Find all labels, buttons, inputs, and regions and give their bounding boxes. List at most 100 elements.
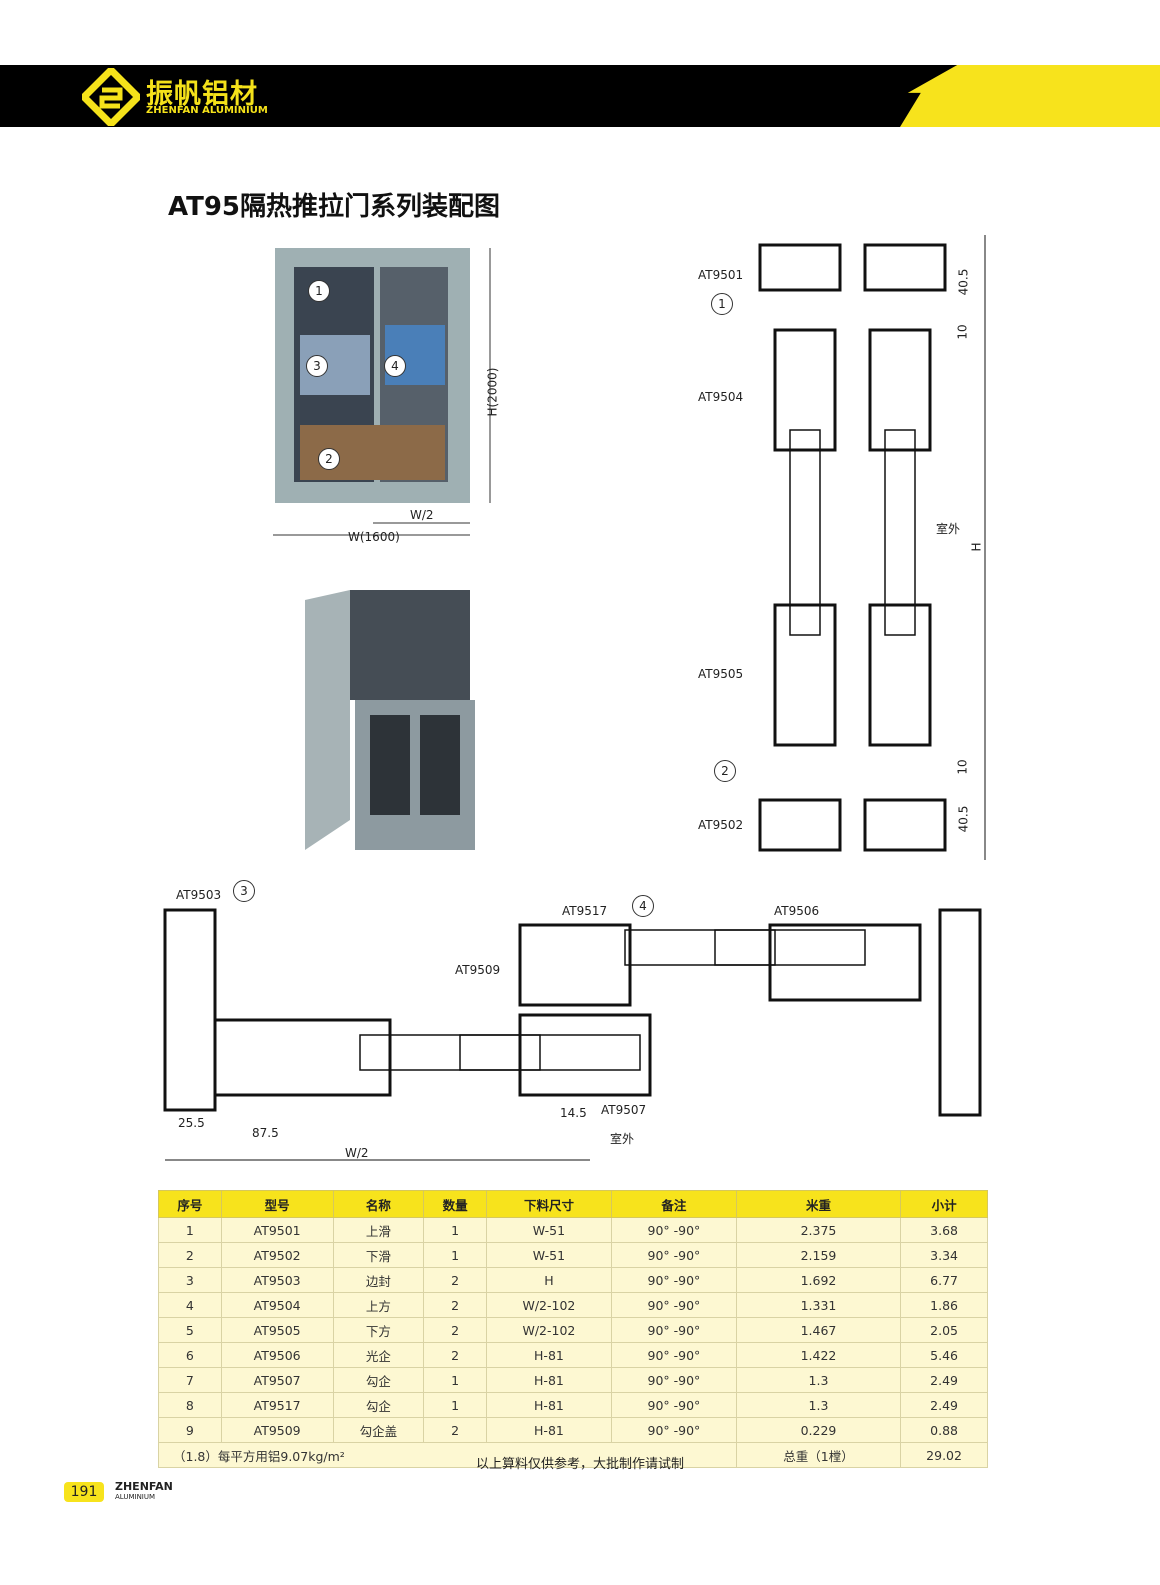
table-cell: 90° -90° xyxy=(610,1242,737,1268)
dim-40-5-bottom: 40.5 xyxy=(956,805,971,833)
table-cell: 勾企 xyxy=(332,1392,425,1418)
table-cell: 2.05 xyxy=(900,1317,988,1343)
table-cell: 90° -90° xyxy=(610,1317,737,1343)
table-cell: 1.422 xyxy=(735,1342,902,1368)
column-header: 小计 xyxy=(900,1190,988,1218)
horizontal-section-drawing xyxy=(163,908,982,1161)
column-header: 米重 xyxy=(735,1190,902,1218)
table-cell: 2 xyxy=(423,1342,487,1368)
table-cell: 90° -90° xyxy=(610,1267,737,1293)
table-cell: 下方 xyxy=(332,1317,425,1343)
table-cell: W-51 xyxy=(485,1242,612,1268)
table-cell: 1.692 xyxy=(735,1267,902,1293)
table-cell: 2.375 xyxy=(735,1217,902,1243)
table-cell: 1.3 xyxy=(735,1392,902,1418)
dim-half-width: W/2 xyxy=(410,508,434,522)
brand-name: 振帆铝材 xyxy=(146,79,258,110)
table-cell: AT9502 xyxy=(220,1242,334,1268)
column-header: 名称 xyxy=(332,1190,425,1218)
logo-icon xyxy=(82,68,140,126)
table-cell: 3.68 xyxy=(900,1217,988,1243)
table-cell: 8 xyxy=(158,1392,222,1418)
table-cell: 2.49 xyxy=(900,1392,988,1418)
table-cell: H-81 xyxy=(485,1392,612,1418)
outside-label: 室外 xyxy=(936,522,961,536)
column-header: 序号 xyxy=(158,1190,222,1218)
label-at9507: AT9507 xyxy=(601,1103,647,1117)
table-cell: 2.159 xyxy=(735,1242,902,1268)
page-title: AT95隔热推拉门系列装配图 xyxy=(168,192,501,222)
table-cell: 6.77 xyxy=(900,1267,988,1293)
label-at9506: AT9506 xyxy=(774,904,820,918)
aluminium-per-sqm: （1.8）每平方用铝9.07kg/m² xyxy=(158,1442,737,1468)
door-elevation-drawing xyxy=(273,248,491,536)
table-cell: 6 xyxy=(158,1342,222,1368)
dim-87-5: 87.5 xyxy=(252,1126,279,1140)
table-cell: 1.331 xyxy=(735,1292,902,1318)
table-cell: 上方 xyxy=(332,1292,425,1318)
table-cell: 5.46 xyxy=(900,1342,988,1368)
column-header: 型号 xyxy=(220,1190,334,1218)
label-at9502: AT9502 xyxy=(698,818,744,832)
table-cell: W-51 xyxy=(485,1217,612,1243)
table-cell: AT9503 xyxy=(220,1267,334,1293)
dim-25-5: 25.5 xyxy=(178,1116,205,1130)
outside-label-h: 室外 xyxy=(610,1132,635,1146)
table-cell: 90° -90° xyxy=(610,1417,737,1443)
table-cell: 1.467 xyxy=(735,1317,902,1343)
profile-3d-render xyxy=(305,590,475,850)
table-cell: AT9507 xyxy=(220,1367,334,1393)
table-cell: 1 xyxy=(423,1242,487,1268)
table-cell: 1 xyxy=(423,1217,487,1243)
table-cell: AT9501 xyxy=(220,1217,334,1243)
label-at9503: AT9503 xyxy=(176,888,222,902)
label-at9501: AT9501 xyxy=(698,268,744,282)
callout-1-section: 1 xyxy=(711,293,733,315)
table-cell: AT9504 xyxy=(220,1292,334,1318)
dim-h: H xyxy=(969,542,984,552)
callout-3-section: 3 xyxy=(233,880,255,902)
dim-height: H(2000) xyxy=(485,367,500,417)
table-cell: 7 xyxy=(158,1367,222,1393)
table-cell: 2.49 xyxy=(900,1367,988,1393)
column-header: 备注 xyxy=(610,1190,737,1218)
table-cell: 90° -90° xyxy=(610,1367,737,1393)
dim-width: W(1600) xyxy=(348,530,400,544)
table-cell: 0.88 xyxy=(900,1417,988,1443)
dim-10-bottom: 10 xyxy=(955,759,970,775)
table-cell: 1 xyxy=(423,1367,487,1393)
brand-name-en: ZHENFAN ALUMINIUM xyxy=(146,105,268,116)
table-cell: 3 xyxy=(158,1267,222,1293)
table-cell: 光企 xyxy=(332,1342,425,1368)
table-cell: 2 xyxy=(423,1317,487,1343)
table-cell: W/2-102 xyxy=(485,1292,612,1318)
page-number: 191 xyxy=(64,1482,104,1502)
table-cell: 9 xyxy=(158,1417,222,1443)
vertical-section-drawing xyxy=(758,235,986,860)
table-cell: H xyxy=(485,1267,612,1293)
disclaimer-note: 以上算料仅供参考，大批制作请试制 xyxy=(475,1457,684,1472)
table-cell: 0.229 xyxy=(735,1417,902,1443)
table-cell: 边封 xyxy=(332,1267,425,1293)
table-cell: 上滑 xyxy=(332,1217,425,1243)
dim-w-half: W/2 xyxy=(345,1146,369,1160)
dim-14-5: 14.5 xyxy=(560,1106,587,1120)
table-cell: 90° -90° xyxy=(610,1342,737,1368)
label-at9505: AT9505 xyxy=(698,667,744,681)
table-cell: 2 xyxy=(423,1267,487,1293)
table-cell: 1.3 xyxy=(735,1367,902,1393)
table-cell: 1 xyxy=(158,1217,222,1243)
column-header: 下料尺寸 xyxy=(485,1190,612,1218)
table-cell: 1 xyxy=(423,1392,487,1418)
